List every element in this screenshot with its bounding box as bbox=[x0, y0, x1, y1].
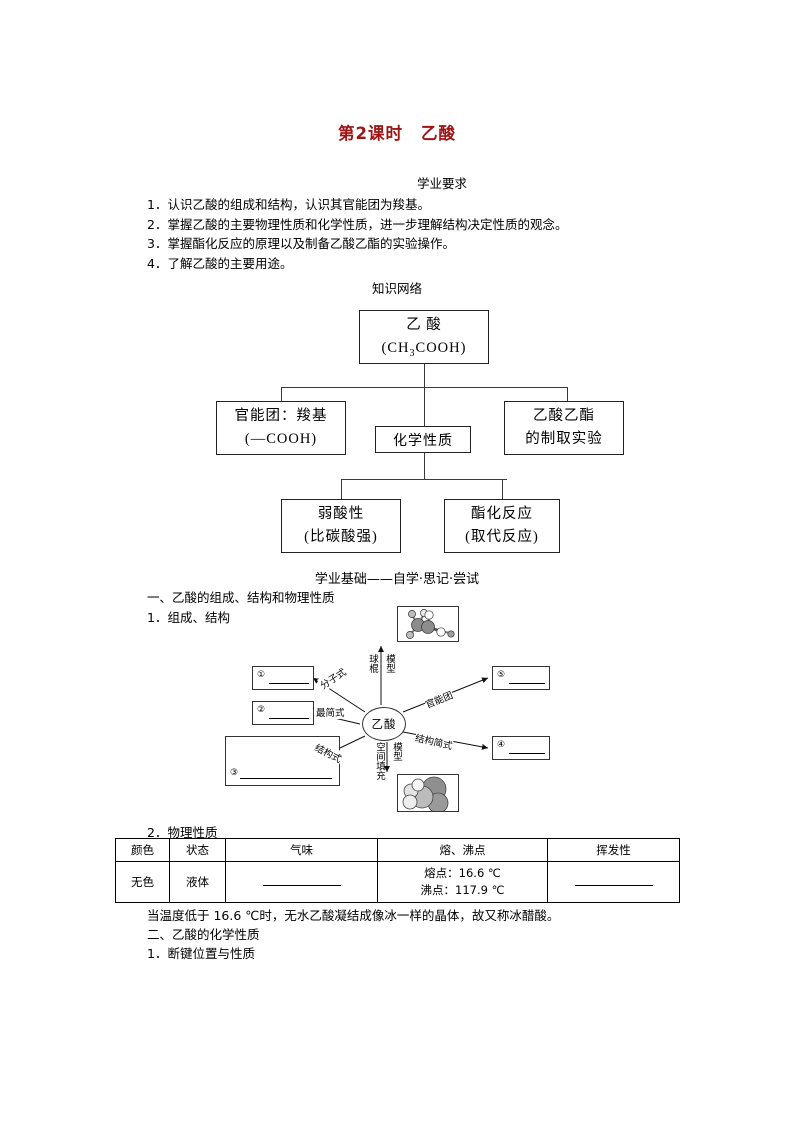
requirements-block: 学业要求 1．认识乙酸的组成和结构，认识其官能团为羧基。 2．掌握乙酸的主要物理… bbox=[147, 173, 647, 273]
network-box-line: 官能团：羧基 bbox=[234, 408, 328, 424]
cell-state: 液体 bbox=[169, 861, 226, 903]
network-box-line: (比碳酸强) bbox=[304, 529, 378, 545]
network-box-line: 弱酸性 bbox=[317, 506, 365, 522]
table-header-row: 颜色 状态 气味 熔、沸点 挥发性 bbox=[115, 838, 680, 862]
radial-label-space-fill-col1: 空间填充 bbox=[374, 742, 385, 780]
list-item: 4．了解乙酸的主要用途。 bbox=[147, 255, 293, 271]
connector-line bbox=[341, 479, 507, 480]
page-title-topic: 乙酸 bbox=[420, 124, 456, 143]
ball-stick-model-image bbox=[397, 606, 459, 642]
answer-number: ① bbox=[257, 670, 266, 680]
properties-label: 2．物理性质 bbox=[147, 825, 218, 840]
network-box-line: 酯化反应 bbox=[471, 506, 533, 522]
space-filling-svg bbox=[402, 776, 449, 811]
answer-blank[interactable] bbox=[509, 753, 545, 754]
boiling-point: 沸点：117.9 ℃ bbox=[420, 883, 505, 897]
requirements-heading: 学业要求 bbox=[416, 176, 467, 191]
answer-blank[interactable] bbox=[509, 683, 545, 684]
network-box-line: 化学性质 bbox=[393, 434, 453, 449]
subsection-part-two: 二、乙酸的化学性质 bbox=[147, 927, 260, 942]
network-box-line: (—COOH) bbox=[244, 431, 318, 447]
answer-box-4[interactable]: ④ bbox=[492, 736, 550, 760]
radial-label-simplest-formula: 最简式 bbox=[316, 705, 345, 719]
answer-number: ④ bbox=[497, 740, 506, 750]
cell-temperatures: 熔点：16.6 ℃ 沸点：117.9 ℃ bbox=[377, 861, 548, 903]
answer-box-2[interactable]: ② bbox=[252, 701, 314, 725]
radial-label-ball-stick-col1: 球棍 bbox=[367, 654, 378, 673]
answer-blank[interactable] bbox=[240, 778, 332, 779]
formula-prefix: (CH bbox=[381, 340, 410, 356]
connector-line bbox=[281, 387, 282, 401]
answer-number: ⑤ bbox=[497, 670, 506, 680]
column-header-volatility: 挥发性 bbox=[547, 838, 680, 862]
answer-box-3[interactable]: ③ bbox=[225, 736, 340, 786]
list-item: 2．掌握乙酸的主要物理性质和化学性质，进一步理解结构决定性质的观念。 bbox=[147, 216, 568, 232]
network-heading: 知识网络 bbox=[371, 281, 422, 296]
cell-volatility[interactable] bbox=[547, 861, 680, 903]
network-box-line: 乙 酸 bbox=[406, 317, 442, 333]
formula-suffix: COOH) bbox=[415, 340, 467, 356]
column-header-temps: 熔、沸点 bbox=[377, 838, 548, 862]
radial-label-ball-stick-col2: 模型 bbox=[384, 654, 395, 673]
answer-box-1[interactable]: ① bbox=[252, 666, 314, 690]
acetic-acid-radial-diagram: 乙酸 ① ② ③ ⑤ ④ 分子式 最简式 结构式 球棍 模型 空间填充 模型 官… bbox=[225, 606, 575, 822]
cell-odor[interactable] bbox=[225, 861, 378, 903]
column-header-state: 状态 bbox=[169, 838, 226, 862]
radial-label-space-fill-col2: 模型 bbox=[391, 742, 402, 761]
connector-line bbox=[341, 479, 342, 499]
answer-blank[interactable] bbox=[269, 718, 309, 719]
answer-blank[interactable] bbox=[574, 877, 653, 886]
ball-stick-svg bbox=[406, 609, 455, 639]
network-box-weak-acidity: 弱酸性 (比碳酸强) bbox=[281, 499, 401, 553]
space-filling-model-image bbox=[397, 774, 459, 812]
page-title: 第2课时乙酸 bbox=[0, 120, 794, 144]
subsection-item-one: 1．组成、结构 bbox=[147, 610, 230, 625]
answer-number: ② bbox=[257, 705, 266, 715]
network-box-ethyl-acetate-experiment: 乙酸乙酯 的制取实验 bbox=[504, 401, 624, 455]
list-item: 1．认识乙酸的组成和结构，认识其官能团为羧基。 bbox=[147, 197, 430, 212]
connector-line bbox=[502, 479, 503, 499]
cell-color: 无色 bbox=[115, 861, 170, 903]
knowledge-network-diagram: 乙 酸 (CH3COOH) 官能团：羧基 (—COOH) 化学性质 乙酸乙酯 的… bbox=[0, 300, 794, 565]
physical-properties-table: 颜色 状态 气味 熔、沸点 挥发性 无色 液体 熔点：16.6 ℃ 沸点：117… bbox=[115, 838, 680, 903]
network-box-chemical-properties: 化学性质 bbox=[375, 426, 471, 453]
column-header-odor: 气味 bbox=[225, 838, 378, 862]
page-title-lesson: 第2课时 bbox=[338, 124, 403, 143]
connector-line bbox=[424, 453, 425, 479]
answer-number: ③ bbox=[230, 768, 239, 778]
network-box-esterification: 酯化反应 (取代反应) bbox=[444, 499, 560, 553]
connector-line bbox=[567, 387, 568, 401]
network-box-functional-group: 官能团：羧基 (—COOH) bbox=[216, 401, 346, 455]
list-item: 3．掌握酯化反应的原理以及制备乙酸乙酯的实验操作。 bbox=[147, 236, 455, 251]
answer-box-5[interactable]: ⑤ bbox=[492, 666, 550, 690]
network-box-formula: (CH3COOH) bbox=[366, 337, 482, 365]
melting-point: 熔点：16.6 ℃ bbox=[424, 866, 501, 880]
subsection-part-one: 一、乙酸的组成、结构和物理性质 bbox=[147, 590, 335, 605]
answer-blank[interactable] bbox=[262, 877, 341, 886]
formula-subscript: 3 bbox=[409, 347, 416, 359]
table-row: 无色 液体 熔点：16.6 ℃ 沸点：117.9 ℃ bbox=[115, 861, 680, 903]
radial-center-acetic-acid: 乙酸 bbox=[362, 707, 406, 741]
network-box-acetic-acid: 乙 酸 (CH3COOH) bbox=[359, 310, 489, 364]
network-box-line: 的制取实验 bbox=[525, 431, 603, 447]
subsection-part-two-item-one: 1．断键位置与性质 bbox=[147, 946, 255, 961]
section-heading: 学业基础——自学·思记·尝试 bbox=[314, 572, 480, 587]
requirements-list: 1．认识乙酸的组成和结构，认识其官能团为羧基。 2．掌握乙酸的主要物理性质和化学… bbox=[147, 195, 647, 273]
answer-blank[interactable] bbox=[269, 683, 309, 684]
connector-line bbox=[281, 387, 568, 388]
network-box-line: 乙酸乙酯 bbox=[533, 408, 595, 424]
connector-line bbox=[424, 364, 425, 426]
network-box-line: (取代反应) bbox=[465, 529, 539, 545]
ice-acetic-note: 当温度低于 16.6 ℃时，无水乙酸凝结成像冰一样的晶体，故又称冰醋酸。 bbox=[147, 908, 560, 923]
column-header-color: 颜色 bbox=[115, 838, 170, 862]
